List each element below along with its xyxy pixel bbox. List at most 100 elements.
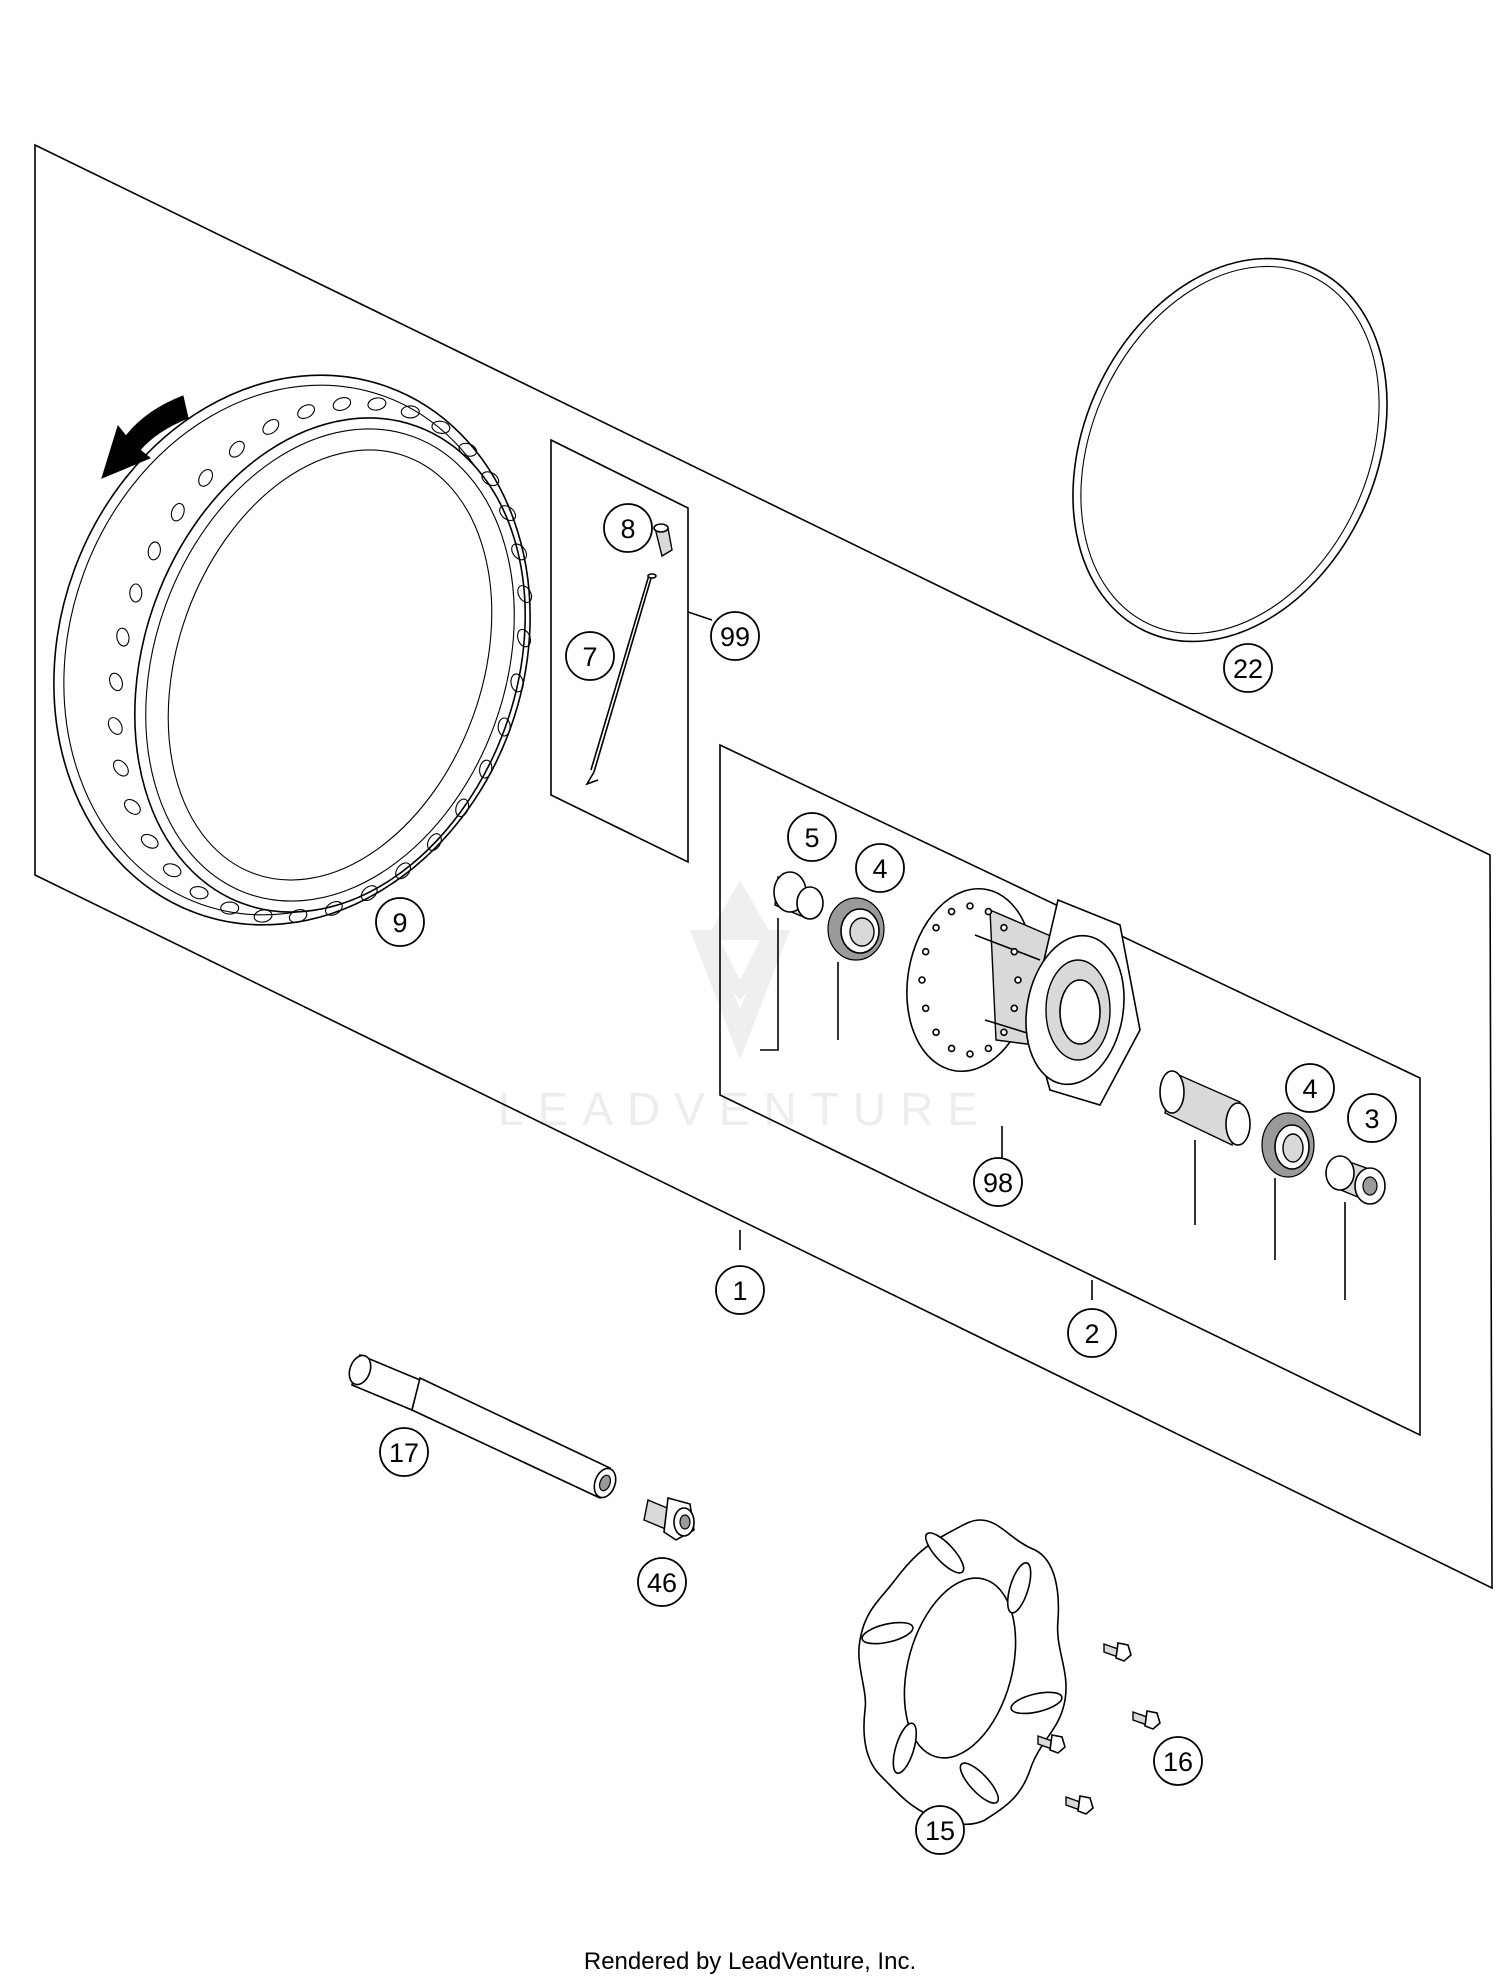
disc-slot: [959, 1762, 1000, 1804]
callout-number: 7: [582, 642, 597, 672]
render-credit: Rendered by LeadVenture, Inc.: [583, 1948, 917, 1975]
rim-hole: [431, 420, 451, 434]
rim: [53, 374, 533, 926]
leader-lines: [687, 611, 1346, 1300]
callout-number: 4: [1302, 1074, 1317, 1104]
rim-hole: [497, 717, 511, 737]
rim-hole: [510, 673, 524, 693]
rim-hole: [332, 397, 352, 411]
rim-hole: [455, 798, 470, 818]
hub-hole: [966, 1050, 974, 1058]
callout-7: 7: [565, 631, 615, 681]
callout-3: 3: [1347, 1093, 1397, 1143]
callout-number: 16: [1163, 1747, 1193, 1777]
wheel-spindle: [348, 1353, 617, 1500]
rim-hole: [262, 418, 280, 435]
hub-hole: [1000, 923, 1008, 932]
callout-number: 98: [983, 1168, 1013, 1198]
disc-slot: [861, 1621, 914, 1645]
hub-hole: [932, 1028, 940, 1037]
callout-16: 16: [1153, 1736, 1203, 1786]
hub-hole: [984, 907, 993, 916]
rim-hole: [458, 442, 478, 457]
callout-2: 2: [1067, 1308, 1117, 1358]
callout-number: 17: [389, 1438, 419, 1468]
rim-hole: [107, 717, 123, 735]
spacer-left: [773, 871, 824, 920]
rim-hole: [297, 404, 316, 420]
disc-slot: [924, 1532, 965, 1574]
rotation-direction-arrow-icon: [101, 395, 189, 479]
callout-number: 15: [925, 1816, 955, 1846]
rim-hole: [426, 833, 442, 852]
spacer-right: [1325, 1155, 1386, 1205]
callout-number: 99: [720, 622, 750, 652]
spoke: [585, 573, 657, 786]
watermark: LEADVENTURE: [498, 880, 992, 1135]
callout-number: 2: [1084, 1319, 1099, 1349]
rim-hole: [395, 862, 412, 880]
callout-number: 5: [804, 823, 819, 853]
callout-5: 5: [787, 812, 837, 862]
rim-hole: [517, 585, 533, 603]
disc-slot: [892, 1722, 918, 1775]
hub-hole: [1000, 1028, 1008, 1037]
disc-screw: [1103, 1642, 1132, 1662]
rim-hole: [288, 909, 308, 923]
hub-hole: [947, 907, 956, 916]
disc-slot: [1006, 1561, 1032, 1614]
hub-hole: [921, 1004, 930, 1013]
disc-screw: [1065, 1795, 1094, 1815]
spoke-nipple: [653, 523, 673, 558]
rim-hole: [367, 397, 387, 411]
brake-disc-slots: [861, 1532, 1063, 1804]
rim-hole: [123, 798, 141, 815]
rim-hole: [129, 583, 143, 603]
rim-hole: [517, 628, 531, 648]
assembly-frame: [34, 143, 1493, 1590]
callout-number: 8: [620, 514, 635, 544]
callout-number: 4: [872, 854, 887, 884]
hub-flange-holes: [918, 902, 1022, 1058]
callout-99: 99: [710, 611, 760, 661]
callout-22: 22: [1223, 643, 1273, 693]
rim-hole: [481, 471, 500, 487]
callout-number: 1: [732, 1276, 747, 1306]
rim-hole: [198, 468, 214, 487]
callout-group: 1 2 3 4 4 5 7 8 9 15 16 17 22 46 98 99: [375, 503, 1397, 1855]
wheel-hub: [906, 887, 1141, 1106]
disc-screw: [1037, 1734, 1066, 1754]
rim-hole: [109, 672, 123, 692]
hub-hole: [984, 1044, 993, 1053]
disc-slot: [1010, 1691, 1063, 1715]
callout-number: 9: [392, 908, 407, 938]
hub-hole: [1014, 976, 1022, 984]
rim-hole: [220, 901, 240, 915]
distance-sleeve: [1159, 1070, 1251, 1147]
rim-hole: [499, 505, 517, 522]
hub-hole: [918, 976, 926, 984]
spoke-set-frame: [550, 438, 689, 864]
callout-number: 22: [1233, 654, 1263, 684]
rim-hole: [189, 886, 209, 900]
hub-hole: [947, 1044, 956, 1053]
rim-hole: [253, 909, 273, 923]
watermark-text: LEADVENTURE: [498, 1083, 992, 1135]
brake-disc-screws: [1037, 1642, 1161, 1815]
hub-hole: [966, 902, 974, 910]
callout-4a: 4: [855, 843, 905, 893]
callout-15: 15: [915, 1805, 965, 1855]
rim-hole: [360, 885, 378, 902]
rim-spoke-holes: [107, 397, 533, 923]
bearing-right: [1261, 1112, 1315, 1178]
disc-screw: [1132, 1710, 1161, 1730]
callout-17: 17: [379, 1427, 429, 1477]
rim-hole: [400, 405, 420, 419]
hub-hole: [921, 947, 930, 956]
hub-hole: [1010, 947, 1019, 956]
callout-number: 3: [1364, 1104, 1379, 1134]
callout-number: 46: [647, 1568, 677, 1598]
rim-hole: [511, 543, 528, 561]
